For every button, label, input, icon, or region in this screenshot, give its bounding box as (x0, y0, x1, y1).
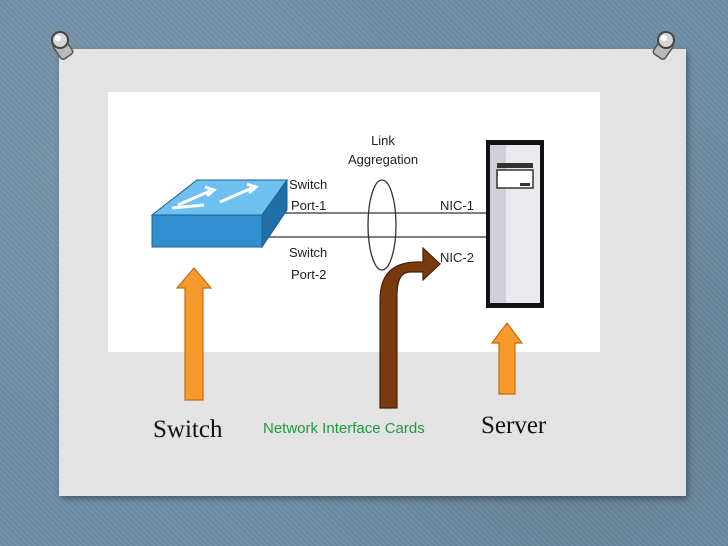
pin-icon (51, 31, 74, 60)
aggregation-ellipse (367, 179, 397, 271)
link-aggregation-label: Aggregation (348, 152, 418, 167)
switch-port-2-label: Port-2 (291, 267, 326, 282)
switch-port-2-label: Switch (289, 245, 327, 260)
server-icon (486, 140, 544, 308)
up-arrow-icon (490, 322, 524, 395)
switch-icon (150, 178, 288, 249)
switch-port-1-label: Port-1 (291, 198, 326, 213)
switch-caption: Switch (153, 416, 223, 443)
nic-caption: Network Interface Cards (263, 420, 425, 437)
nic-1-label: NIC-1 (440, 198, 474, 213)
link-aggregation-label: Link (371, 133, 395, 148)
pin-icon (652, 31, 675, 60)
server-caption: Server (481, 412, 547, 439)
up-arrow-icon (175, 267, 213, 401)
switch-port-1-label: Switch (289, 177, 327, 192)
curved-arrow-icon (379, 246, 441, 409)
nic-2-label: NIC-2 (440, 250, 474, 265)
